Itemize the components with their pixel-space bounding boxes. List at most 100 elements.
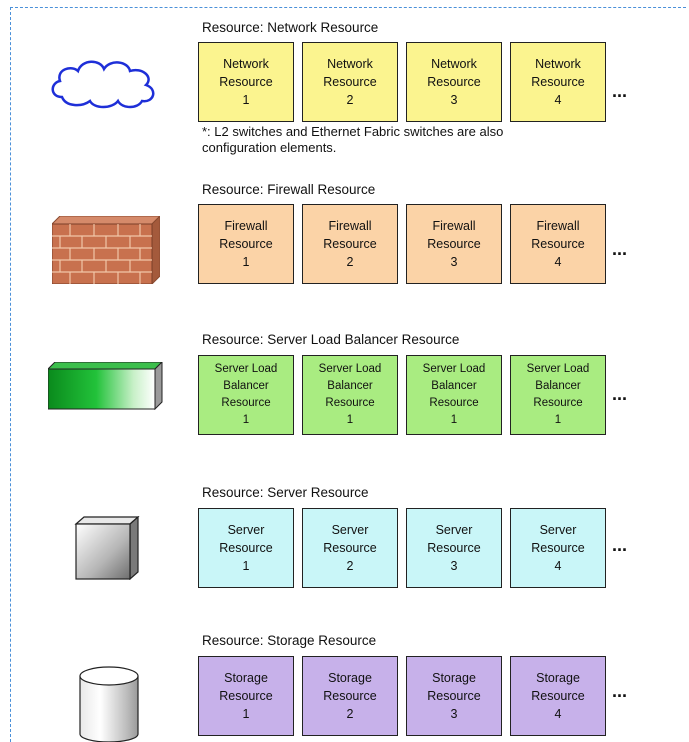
box-text: 1 xyxy=(242,559,250,573)
box-text: Resource xyxy=(427,689,481,703)
storage-resource-label: Resource: Storage Resource xyxy=(202,633,377,648)
box-text: Resource xyxy=(325,397,375,409)
box-text: Resource xyxy=(427,237,481,251)
box-text: Network xyxy=(327,57,373,71)
box-text: Server Load xyxy=(526,363,590,375)
load-balancer-resource-label: Resource: Server Load Balancer Resource xyxy=(202,332,460,347)
box-text: Resource xyxy=(323,237,377,251)
box-text: Resource xyxy=(219,541,273,555)
box-text: Server xyxy=(435,523,473,537)
server-resource-box: Server Resource 4 xyxy=(510,508,606,588)
dashed-frame-left xyxy=(10,7,11,742)
firewall-resource-box: Firewall Resource 1 xyxy=(198,204,294,284)
server-box-icon xyxy=(74,516,140,580)
box-text: 1 xyxy=(554,414,562,426)
box-text: Firewall xyxy=(432,219,476,233)
box-text: Server Load xyxy=(214,363,278,375)
server-resource-box: Server Resource 1 xyxy=(198,508,294,588)
load-balancer-resource-box: Server Load Balancer Resource 1 xyxy=(510,355,606,435)
box-text: Server Load xyxy=(422,363,486,375)
box-text: 3 xyxy=(450,93,458,107)
box-text: Resource xyxy=(531,237,585,251)
box-text: Network xyxy=(431,57,477,71)
more-ellipsis: ... xyxy=(612,535,628,555)
server-resource-box: Server Resource 3 xyxy=(406,508,502,588)
box-text: 3 xyxy=(450,559,458,573)
box-text: Resource xyxy=(531,75,585,89)
server-resource-box: Server Resource 2 xyxy=(302,508,398,588)
load-balancer-icon xyxy=(48,362,163,410)
box-text: Storage xyxy=(224,671,268,685)
firewall-resource-box: Firewall Resource 2 xyxy=(302,204,398,284)
firewall-resource-label: Resource: Firewall Resource xyxy=(202,182,376,197)
box-text: Resource xyxy=(429,397,479,409)
network-resource-box: Network Resource 4 xyxy=(510,42,606,122)
load-balancer-resource-box: Server Load Balancer Resource 1 xyxy=(198,355,294,435)
storage-cylinder-icon xyxy=(79,666,139,742)
more-ellipsis: ... xyxy=(612,81,628,101)
box-text: Server xyxy=(227,523,265,537)
box-text: 1 xyxy=(242,707,250,721)
network-resource-box: Network Resource 3 xyxy=(406,42,502,122)
box-text: Resource xyxy=(427,75,481,89)
box-text: 3 xyxy=(450,255,458,269)
network-resource-box: Network Resource 1 xyxy=(198,42,294,122)
box-text: Resource xyxy=(323,75,377,89)
box-text: Resource xyxy=(533,397,583,409)
box-text: 4 xyxy=(554,707,562,721)
box-text: 4 xyxy=(554,93,562,107)
storage-resource-box: Storage Resource 3 xyxy=(406,656,502,736)
box-text: Resource xyxy=(531,689,585,703)
box-text: Storage xyxy=(536,671,580,685)
box-text: 2 xyxy=(346,93,354,107)
box-text: 1 xyxy=(242,93,250,107)
storage-resource-box: Storage Resource 4 xyxy=(510,656,606,736)
footnote-line: configuration elements. xyxy=(202,140,337,155)
box-text: Balancer xyxy=(327,380,373,392)
box-text: 2 xyxy=(346,559,354,573)
network-resource-label: Resource: Network Resource xyxy=(202,20,379,35)
box-text: Firewall xyxy=(328,219,372,233)
box-text: 4 xyxy=(554,559,562,573)
box-text: Storage xyxy=(432,671,476,685)
box-text: 1 xyxy=(242,255,250,269)
network-resource-box: Network Resource 2 xyxy=(302,42,398,122)
box-text: 2 xyxy=(346,255,354,269)
box-text: Firewall xyxy=(536,219,580,233)
box-text: Resource xyxy=(531,541,585,555)
more-ellipsis: ... xyxy=(612,384,628,404)
box-text: Firewall xyxy=(224,219,268,233)
box-text: Resource xyxy=(323,689,377,703)
box-text: Resource xyxy=(219,237,273,251)
box-text: 1 xyxy=(450,414,458,426)
box-text: Resource xyxy=(219,75,273,89)
footnote-line: *: L2 switches and Ethernet Fabric switc… xyxy=(202,124,504,139)
box-text: Balancer xyxy=(223,380,269,392)
load-balancer-resource-box: Server Load Balancer Resource 1 xyxy=(406,355,502,435)
box-text: Balancer xyxy=(535,380,581,392)
load-balancer-resource-box: Server Load Balancer Resource 1 xyxy=(302,355,398,435)
dashed-frame-top xyxy=(10,7,686,8)
more-ellipsis: ... xyxy=(612,681,628,701)
box-text: Network xyxy=(223,57,269,71)
footnote: *: L2 switches and Ethernet Fabric switc… xyxy=(202,124,503,156)
firewall-resource-box: Firewall Resource 4 xyxy=(510,204,606,284)
box-text: Resource xyxy=(323,541,377,555)
box-text: Server Load xyxy=(318,363,382,375)
storage-resource-box: Storage Resource 1 xyxy=(198,656,294,736)
box-text: Storage xyxy=(328,671,372,685)
box-text: Server xyxy=(539,523,577,537)
brick-wall-icon xyxy=(52,216,160,284)
box-text: 1 xyxy=(346,414,354,426)
more-ellipsis: ... xyxy=(612,239,628,259)
box-text: 2 xyxy=(346,707,354,721)
box-text: 1 xyxy=(242,414,250,426)
box-text: Resource xyxy=(427,541,481,555)
box-text: Network xyxy=(535,57,581,71)
box-text: Balancer xyxy=(431,380,477,392)
box-text: 4 xyxy=(554,255,562,269)
box-text: Resource xyxy=(221,397,271,409)
box-text: Server xyxy=(331,523,369,537)
cloud-icon xyxy=(51,60,155,109)
storage-resource-box: Storage Resource 2 xyxy=(302,656,398,736)
